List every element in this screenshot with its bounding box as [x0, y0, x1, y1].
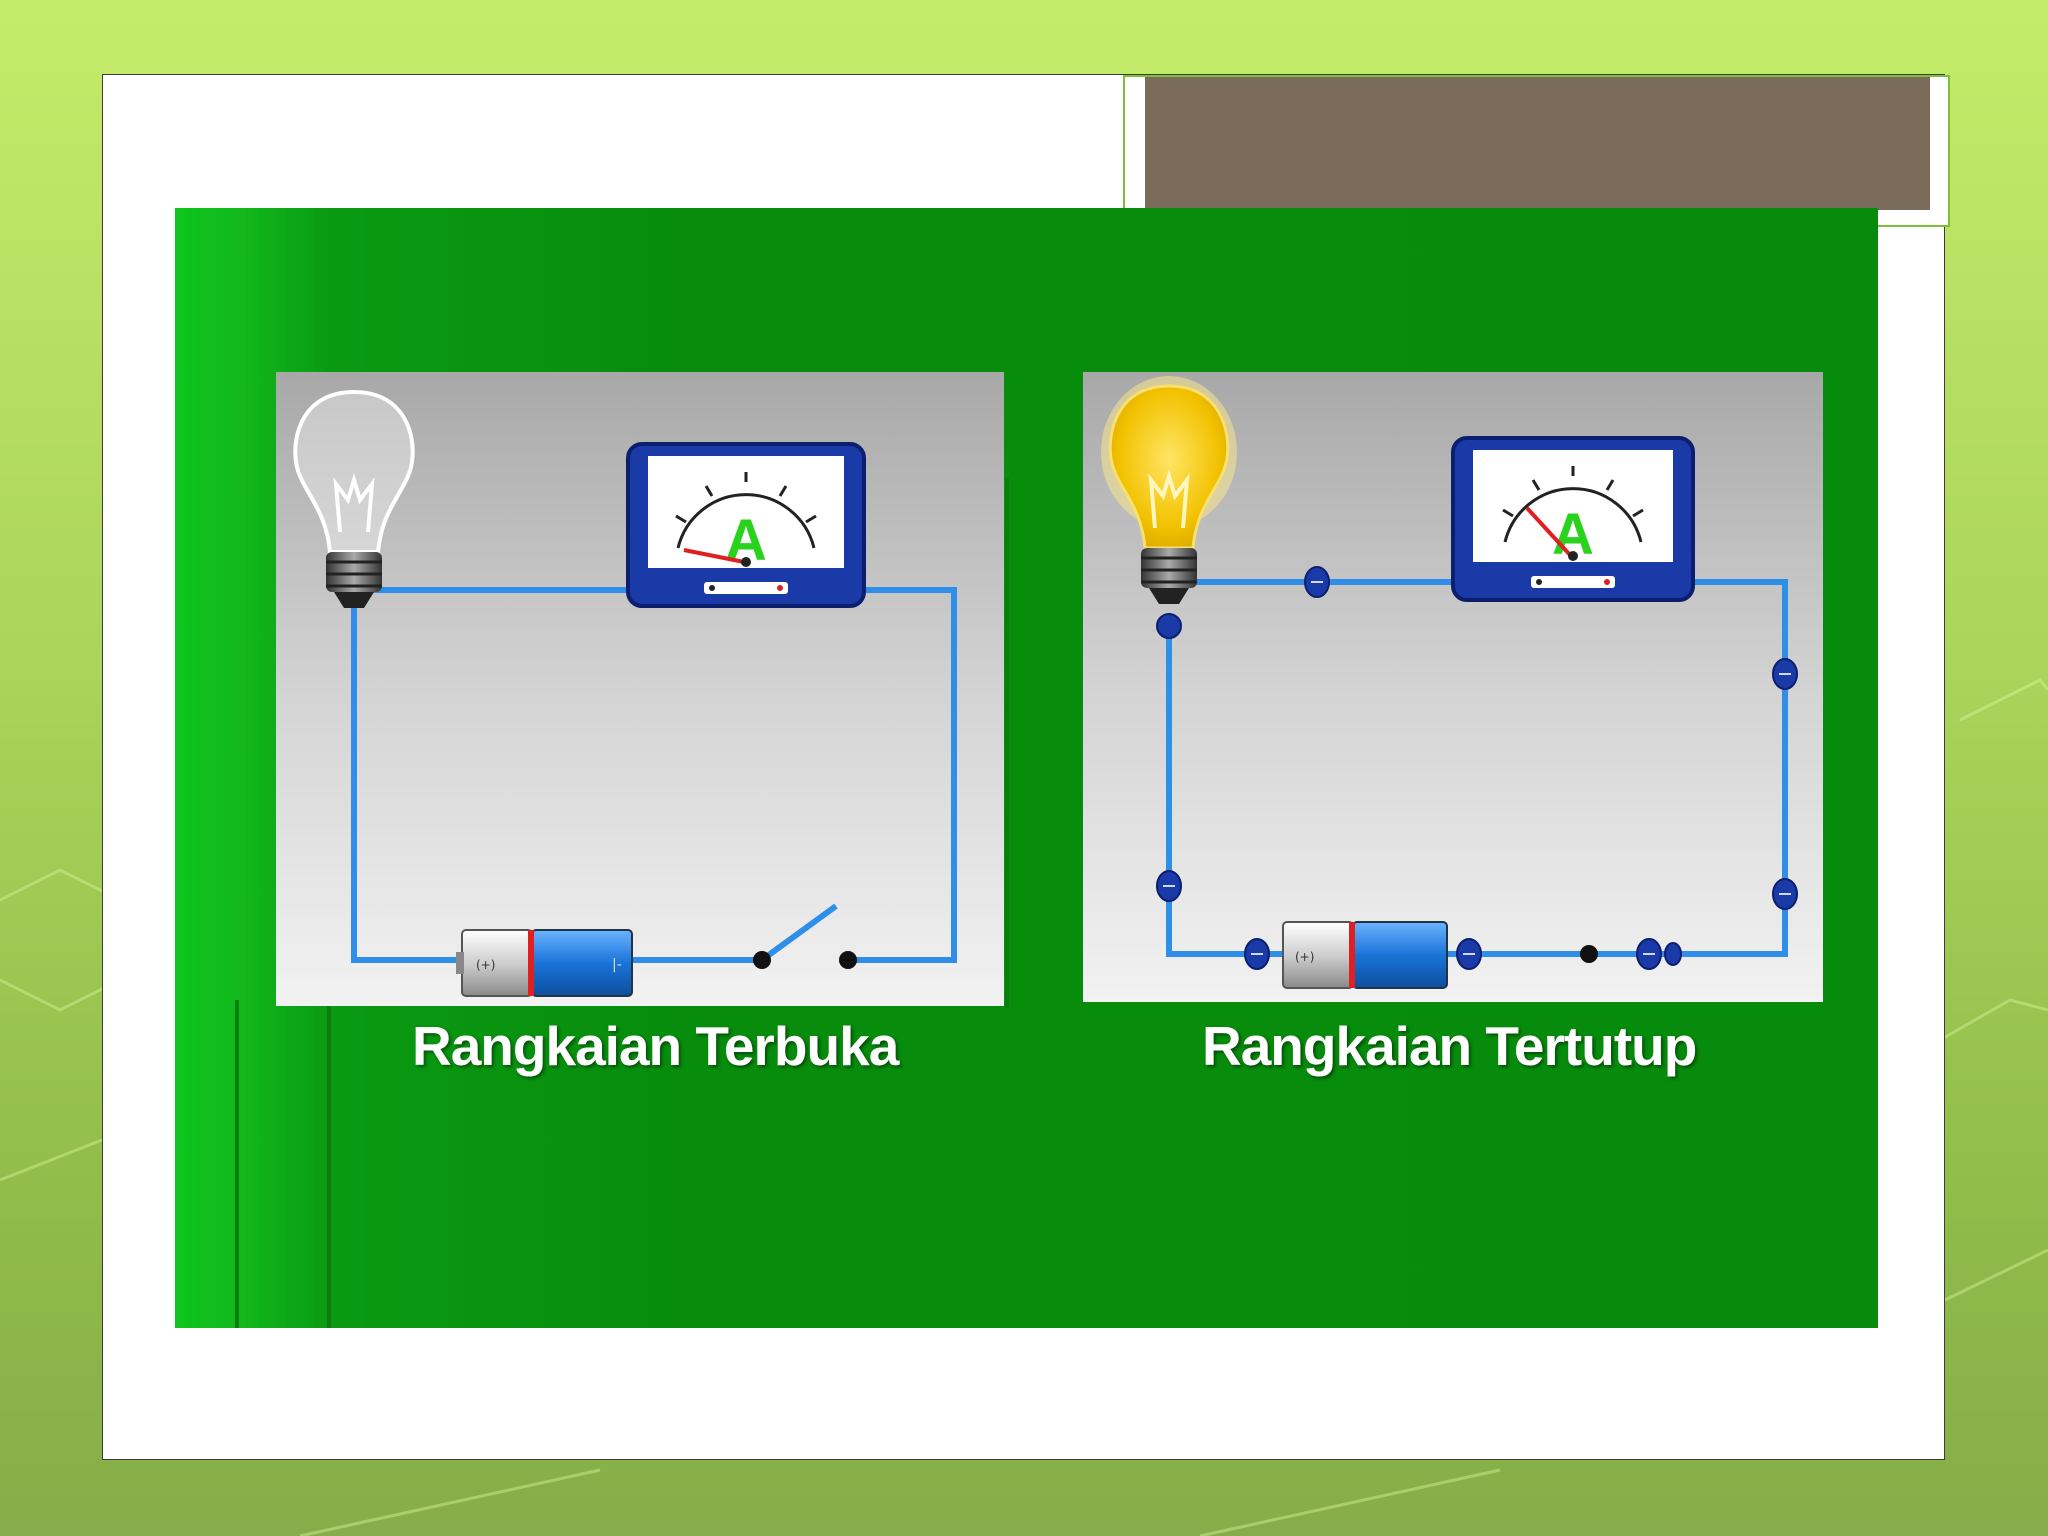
closed-circuit-diagram: (+) A: [1083, 372, 1823, 1002]
closed-circuit-caption: Rangkaian Tertutup: [1202, 1015, 1697, 1077]
svg-text:(+): (+): [476, 958, 495, 972]
electron-minus-signs: [1163, 581, 1791, 955]
panel-divider: [235, 1000, 239, 1328]
ammeter: A: [1451, 436, 1695, 602]
wire: [351, 587, 957, 963]
title-placeholder: [1123, 75, 1950, 227]
battery: (+) |-: [456, 929, 633, 997]
battery: (+): [1282, 921, 1448, 989]
open-circuit-diagram: (+) |- A: [276, 372, 1004, 1006]
lamp-on: [1101, 376, 1237, 604]
ammeter: A: [626, 442, 866, 608]
panel-divider: [1005, 478, 1009, 1008]
open-circuit-caption: Rangkaian Terbuka: [412, 1015, 899, 1077]
lamp-off: [293, 389, 415, 608]
title-bar: [1145, 77, 1930, 210]
panel-divider: [327, 1000, 331, 1328]
svg-text:|-: |-: [612, 957, 622, 973]
switch-closed: [1580, 945, 1598, 963]
switch-open: [753, 903, 857, 969]
svg-text:(+): (+): [1295, 950, 1314, 964]
